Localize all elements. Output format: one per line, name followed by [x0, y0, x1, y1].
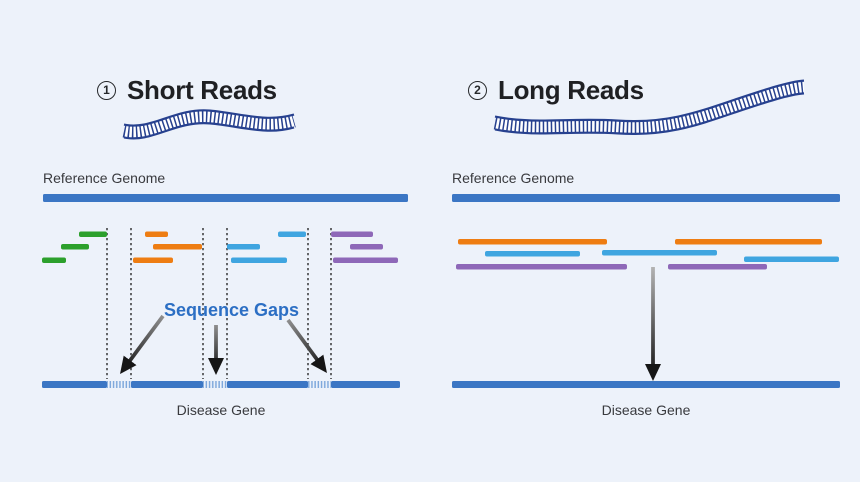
long-reads-header: 2 Long Reads [468, 77, 644, 103]
step-2-badge: 2 [468, 80, 487, 100]
disease-gene-label-short: Disease Gene [176, 402, 266, 418]
reference-genome-label-long: Reference Genome [452, 170, 575, 186]
long-reads-title: Long Reads [498, 75, 644, 105]
short-reads-title: Short Reads [127, 75, 277, 105]
disease-gene-label-long: Disease Gene [601, 402, 691, 418]
step-1-badge: 1 [97, 80, 116, 100]
reference-genome-label-short: Reference Genome [43, 170, 166, 186]
short-reads-header: 1 Short Reads [97, 77, 277, 103]
sequence-gaps-label: Sequence Gaps [164, 300, 300, 320]
